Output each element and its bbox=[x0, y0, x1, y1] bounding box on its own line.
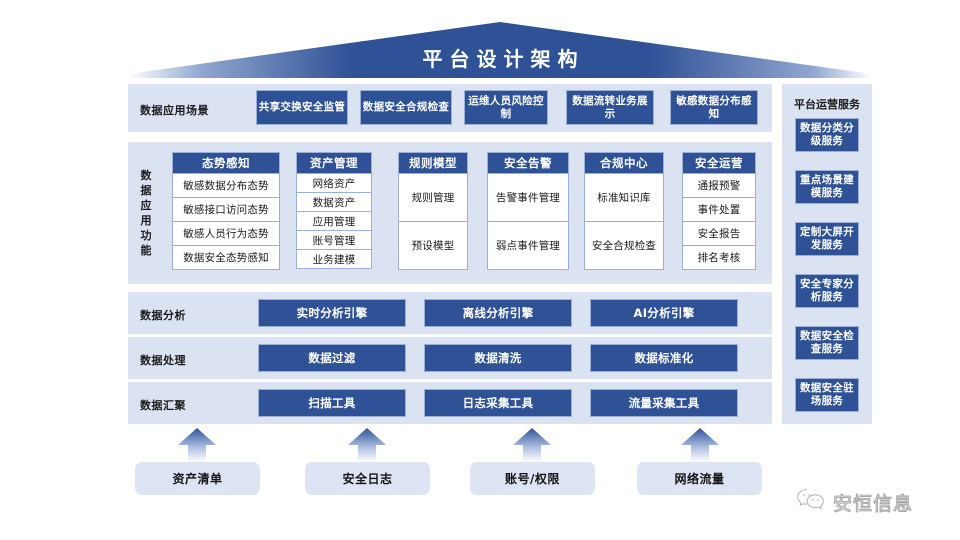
processing-chip-3[interactable]: 数据标准化 bbox=[590, 344, 738, 372]
function-item[interactable]: 规则管理 bbox=[398, 174, 468, 222]
function-column-situation: 态势感知 敏感数据分布态势 敏感接口访问态势 敏感人员行为态势 数据安全态势感知 bbox=[172, 152, 280, 270]
collection-chip-3[interactable]: 流量采集工具 bbox=[590, 389, 738, 417]
function-item[interactable]: 告警事件管理 bbox=[487, 174, 569, 222]
sidebar-service-2[interactable]: 重点场景建模服务 bbox=[795, 170, 859, 204]
function-item[interactable]: 弱点事件管理 bbox=[487, 222, 569, 270]
flow-arrow-4 bbox=[681, 428, 719, 462]
collection-chip-2[interactable]: 日志采集工具 bbox=[424, 389, 572, 417]
function-item[interactable]: 数据安全态势感知 bbox=[172, 246, 280, 270]
sidebar-service-3[interactable]: 定制大屏开发服务 bbox=[795, 222, 859, 256]
function-item[interactable]: 账号管理 bbox=[296, 231, 372, 250]
function-item[interactable]: 业务建模 bbox=[296, 250, 372, 269]
scenario-chip-5[interactable]: 敏感数据分布感知 bbox=[670, 90, 758, 125]
function-item[interactable]: 通报预警 bbox=[682, 174, 756, 198]
function-column-asset: 资产管理 网络资产 数据资产 应用管理 账号管理 业务建模 bbox=[296, 152, 372, 269]
source-box-2[interactable]: 安全日志 bbox=[305, 462, 430, 495]
function-column-header: 资产管理 bbox=[296, 152, 372, 174]
flow-arrow-3 bbox=[513, 428, 551, 462]
band-analysis-label: 数据分析 bbox=[140, 309, 186, 322]
flow-arrow-1 bbox=[178, 428, 216, 462]
analysis-chip-3[interactable]: AI分析引擎 bbox=[590, 299, 738, 327]
scenario-chip-4[interactable]: 数据流转业务展示 bbox=[566, 90, 654, 125]
band-functions-label: 数据应用功能 bbox=[140, 169, 152, 257]
function-column-header: 规则模型 bbox=[398, 152, 468, 174]
function-column-alert: 安全告警 告警事件管理 弱点事件管理 bbox=[487, 152, 569, 270]
scenario-chip-1[interactable]: 共享交换安全监管 bbox=[256, 90, 348, 125]
function-column-operation: 安全运营 通报预警 事件处置 安全报告 排名考核 bbox=[682, 152, 756, 270]
function-item[interactable]: 安全报告 bbox=[682, 222, 756, 246]
function-column-header: 安全运营 bbox=[682, 152, 756, 174]
function-item[interactable]: 排名考核 bbox=[682, 246, 756, 270]
analysis-chip-2[interactable]: 离线分析引擎 bbox=[424, 299, 572, 327]
watermark: 安恒信息 bbox=[796, 487, 913, 517]
function-item[interactable]: 安全合规检查 bbox=[584, 222, 664, 270]
function-column-compliance: 合规中心 标准知识库 安全合规检查 bbox=[584, 152, 664, 270]
function-item[interactable]: 敏感接口访问态势 bbox=[172, 198, 280, 222]
function-item[interactable]: 敏感数据分布态势 bbox=[172, 174, 280, 198]
function-column-rule: 规则模型 规则管理 预设模型 bbox=[398, 152, 468, 270]
function-item[interactable]: 应用管理 bbox=[296, 212, 372, 231]
source-box-4[interactable]: 网络流量 bbox=[637, 462, 762, 495]
sidebar-service-5[interactable]: 数据安全检查服务 bbox=[795, 326, 859, 360]
function-column-header: 态势感知 bbox=[172, 152, 280, 174]
function-item[interactable]: 标准知识库 bbox=[584, 174, 664, 222]
processing-chip-1[interactable]: 数据过滤 bbox=[258, 344, 406, 372]
function-item[interactable]: 网络资产 bbox=[296, 174, 372, 193]
function-item[interactable]: 数据资产 bbox=[296, 193, 372, 212]
function-item[interactable]: 敏感人员行为态势 bbox=[172, 222, 280, 246]
sidebar-service-1[interactable]: 数据分类分级服务 bbox=[795, 118, 859, 152]
sidebar-service-6[interactable]: 数据安全驻场服务 bbox=[795, 378, 859, 412]
function-column-header: 合规中心 bbox=[584, 152, 664, 174]
scenario-chip-2[interactable]: 数据安全合规检查 bbox=[360, 90, 452, 125]
scenario-chip-3[interactable]: 运维人员风险控制 bbox=[464, 90, 548, 125]
wechat-icon bbox=[796, 487, 826, 517]
function-column-header: 安全告警 bbox=[487, 152, 569, 174]
processing-chip-2[interactable]: 数据清洗 bbox=[424, 344, 572, 372]
sidebar-service-4[interactable]: 安全专家分析服务 bbox=[795, 274, 859, 308]
function-item[interactable]: 事件处置 bbox=[682, 198, 756, 222]
collection-chip-1[interactable]: 扫描工具 bbox=[258, 389, 406, 417]
source-box-3[interactable]: 账号/权限 bbox=[470, 462, 595, 495]
band-collection-label: 数据汇聚 bbox=[140, 399, 186, 412]
roof-banner: 平台设计架构 bbox=[128, 22, 872, 78]
function-item[interactable]: 预设模型 bbox=[398, 222, 468, 270]
sidebar-title: 平台运营服务 bbox=[794, 98, 860, 111]
page-title: 平台设计架构 bbox=[422, 47, 585, 71]
analysis-chip-1[interactable]: 实时分析引擎 bbox=[258, 299, 406, 327]
band-processing-label: 数据处理 bbox=[140, 354, 186, 367]
band-scenarios-label: 数据应用场景 bbox=[140, 104, 209, 117]
flow-arrow-2 bbox=[348, 428, 386, 462]
source-box-1[interactable]: 资产清单 bbox=[135, 462, 260, 495]
watermark-text: 安恒信息 bbox=[832, 492, 914, 515]
